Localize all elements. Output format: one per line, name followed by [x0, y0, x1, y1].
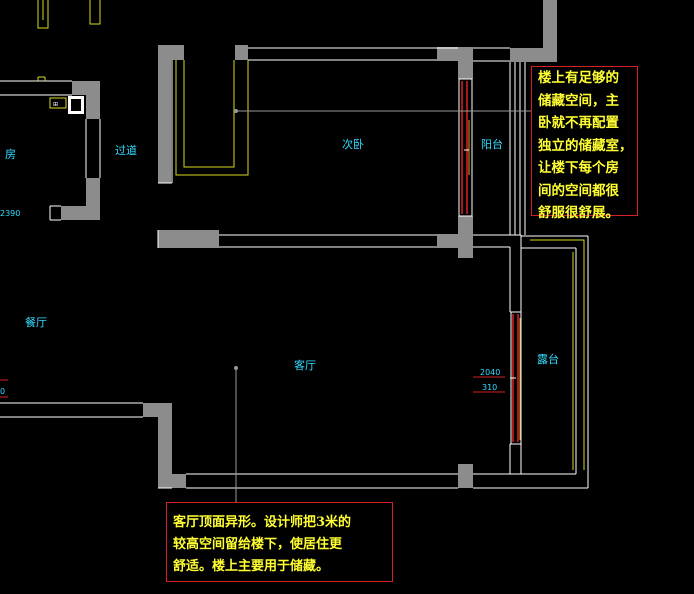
label-balcony: 阳台 [481, 137, 503, 151]
balcony-window-upper [458, 78, 473, 217]
label-dining: 餐厅 [25, 315, 47, 329]
note-ceiling-line: 舒适。楼上主要用于储藏。 [173, 559, 330, 574]
note-ceiling-line: 客厅顶面异形。设计师把3米的 [173, 515, 352, 530]
room-labels: 次卧 过道 阳台 客厅 露台 房 餐厅 [5, 137, 559, 372]
dim-window-height: 310 [482, 383, 497, 392]
top-left-fixtures [37, 0, 585, 470]
toilet-fixture: ⊞ [53, 96, 84, 114]
note-storage-line: 让楼下每个房 [538, 160, 619, 176]
label-bedroom2: 次卧 [342, 137, 364, 151]
label-left-room: 房 [5, 148, 16, 161]
note-storage: 楼上有足够的 储藏空间，主 卧就不再配置 独立的储藏室， 让楼下每个房 间的空间… [531, 66, 638, 221]
label-terrace: 露台 [537, 352, 559, 366]
svg-text:⊞: ⊞ [53, 101, 58, 108]
terrace-window [510, 311, 522, 445]
label-corridor: 过道 [115, 143, 137, 157]
note-storage-line: 储藏空间，主 [538, 92, 619, 109]
dimension-marks: 2040 310 2390 0 [0, 209, 505, 398]
note-storage-line: 舒服很舒展。 [538, 205, 619, 221]
note-storage-line: 独立的储藏室， [538, 137, 633, 154]
note-ceiling-line: 较高空间留给楼下，使居住更 [173, 537, 343, 552]
wall-lines [0, 47, 589, 489]
label-living: 客厅 [294, 358, 316, 372]
note-storage-line: 间的空间都很 [538, 182, 619, 199]
dim-window-width: 2040 [480, 368, 500, 377]
note-storage-line: 卧就不再配置 [538, 115, 619, 131]
dim-edge: 0 [0, 387, 5, 396]
note-storage-line: 楼上有足够的 [538, 70, 619, 86]
note-ceiling: 客厅顶面异形。设计师把3米的 较高空间留给楼下，使居住更 舒适。楼上主要用于储藏… [166, 502, 393, 582]
wall-fills [61, 0, 557, 488]
leader-lines [234, 109, 531, 502]
dim-left: 2390 [0, 209, 20, 218]
